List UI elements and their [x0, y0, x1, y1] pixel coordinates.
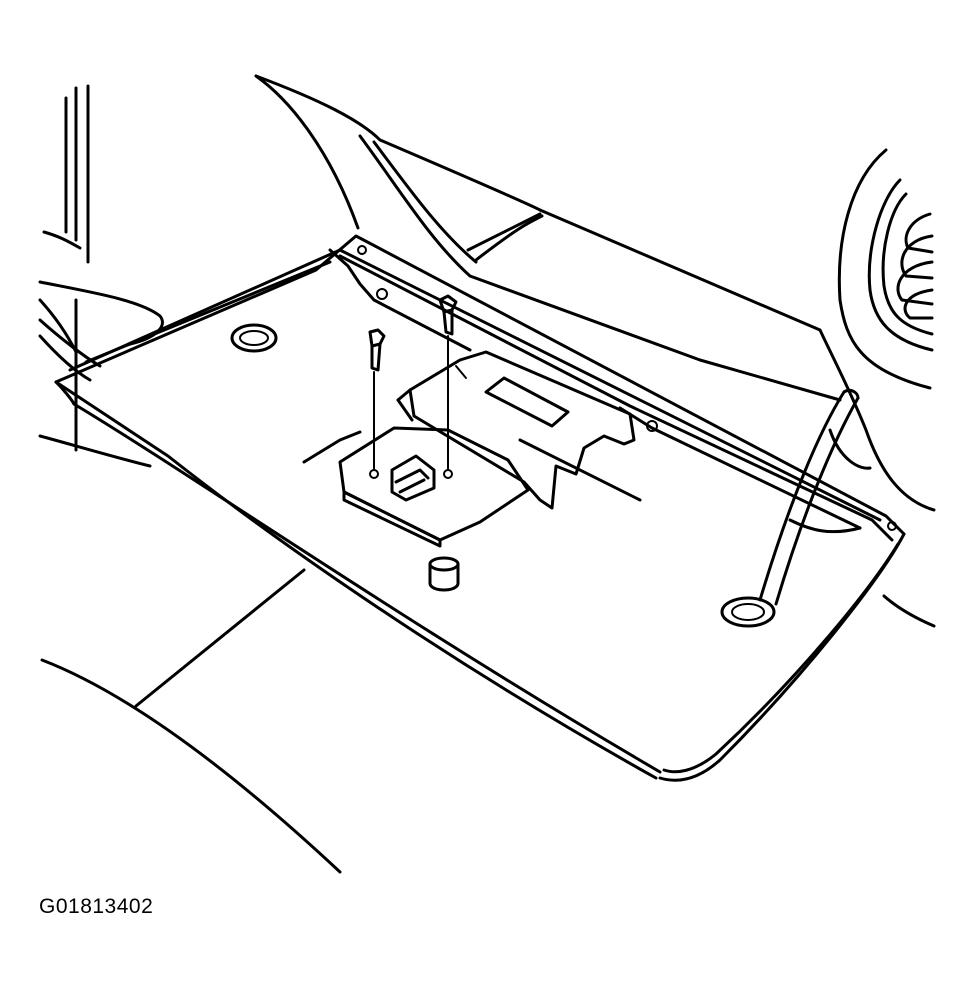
bumper-hole [230, 323, 278, 353]
screw-right-icon [438, 294, 458, 479]
floor-lines [40, 438, 642, 874]
door-bumper [428, 556, 460, 592]
rim-screw-holes [357, 245, 897, 531]
right-dash-edge [818, 328, 936, 628]
screw-left-icon [368, 328, 386, 479]
glove-box-door [54, 234, 906, 782]
air-vent-icon [837, 148, 934, 390]
latch-bracket [396, 350, 636, 510]
dash-opening [254, 74, 842, 402]
latch-housing [302, 426, 530, 548]
figure-code: G01813402 [39, 895, 154, 918]
door-strut [720, 388, 872, 628]
left-dash-trim [38, 84, 164, 468]
